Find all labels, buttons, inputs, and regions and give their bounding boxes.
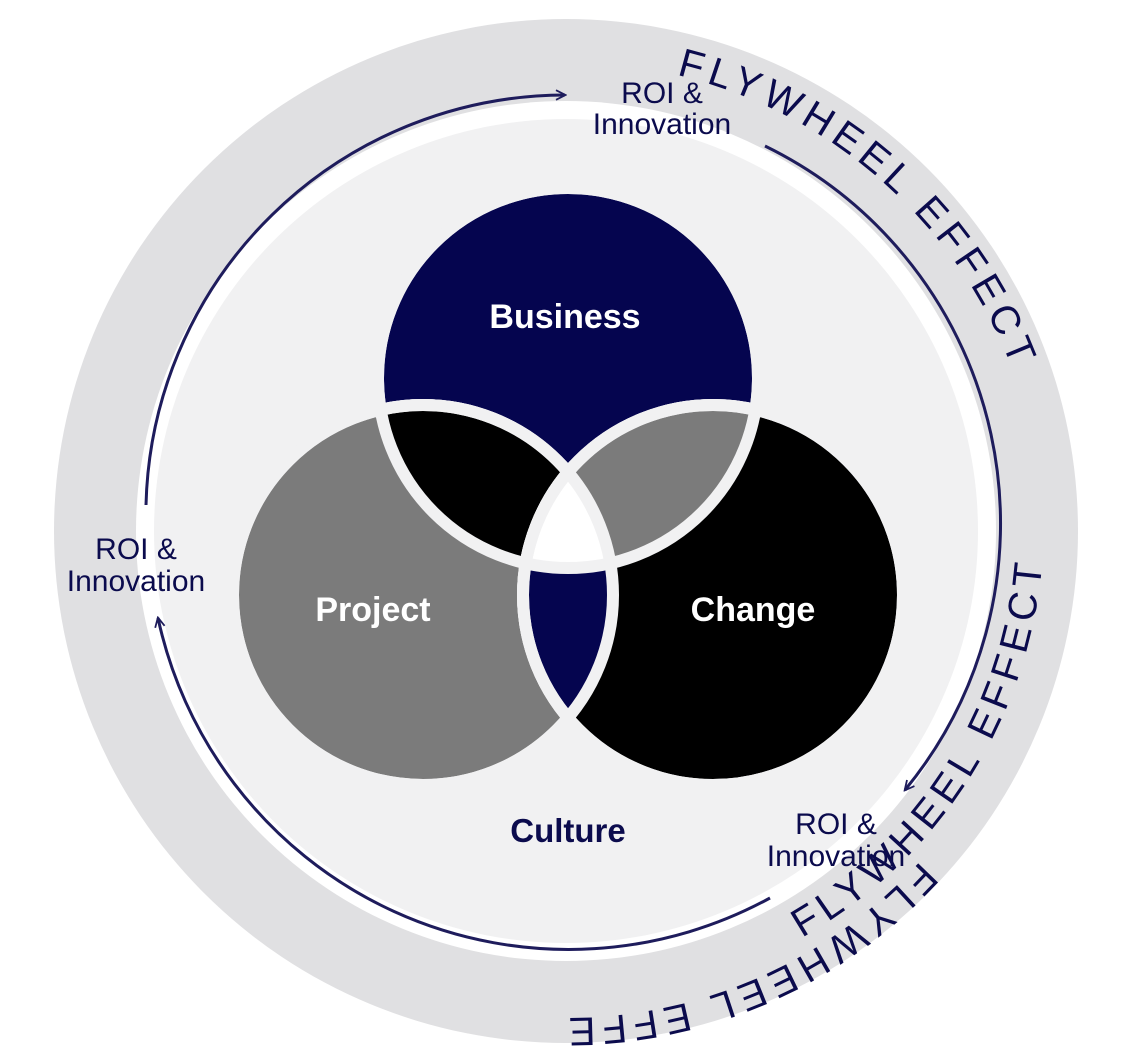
project-label: Project — [315, 591, 430, 629]
roi-label-bottom-right-line2: Innovation — [767, 840, 905, 873]
roi-label-top-line1: ROI & — [621, 77, 703, 110]
business-circle-border — [372, 182, 764, 574]
change-circle-border — [517, 399, 909, 791]
flywheel-arrow-icon — [144, 95, 565, 506]
culture-label: Culture — [510, 812, 626, 849]
roi-label-bottom-right-line1: ROI & — [795, 808, 877, 841]
flywheel-arrow-icon — [158, 618, 771, 951]
change-label: Change — [691, 591, 816, 629]
project-circle-border — [227, 399, 619, 791]
business-label: Business — [489, 298, 640, 336]
flywheel-arrow-icon — [764, 144, 1003, 790]
roi-label-top-line2: Innovation — [593, 108, 731, 141]
roi-label-left-line2: Innovation — [67, 565, 205, 598]
roi-label-left-line1: ROI & — [95, 533, 177, 566]
